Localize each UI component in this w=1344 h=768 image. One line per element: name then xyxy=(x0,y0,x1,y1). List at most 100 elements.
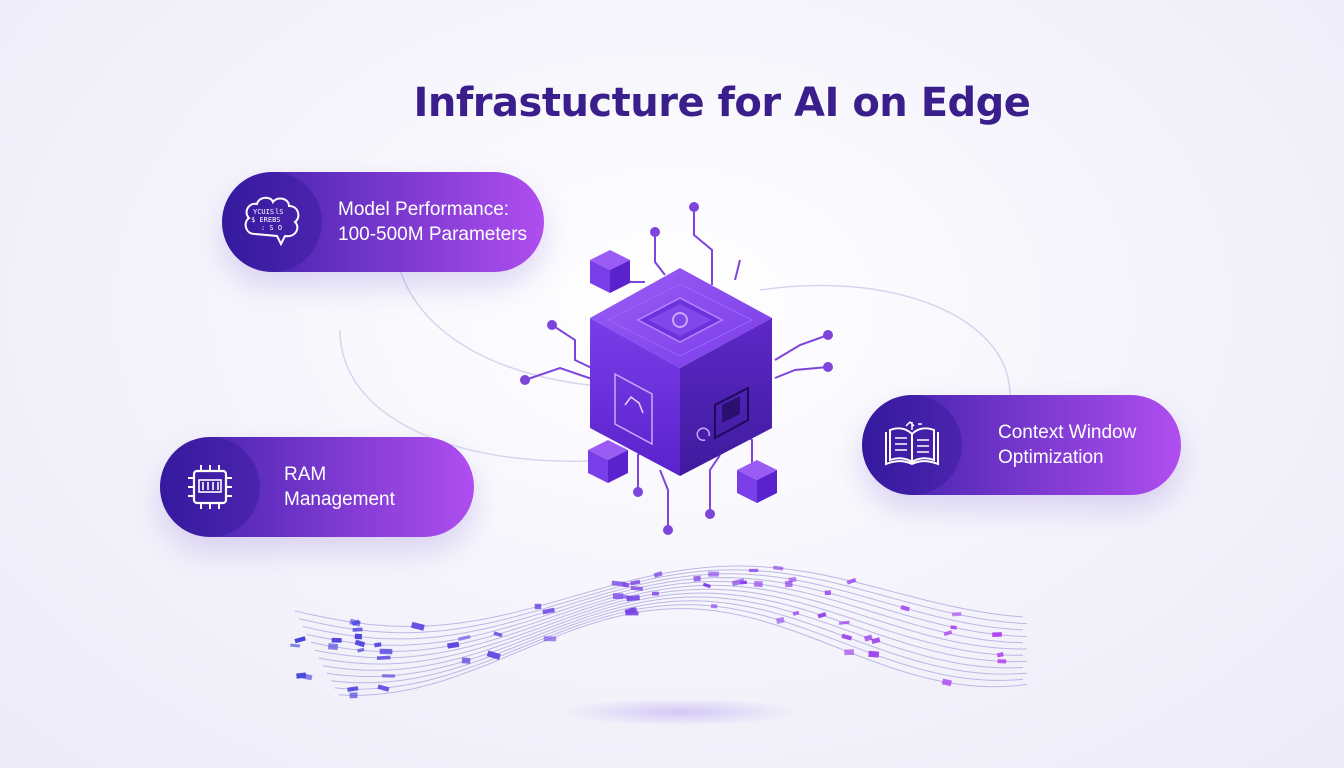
wave-tile xyxy=(841,633,853,641)
floor-shadow xyxy=(560,698,800,726)
wave-line xyxy=(298,569,1028,634)
wave-tile xyxy=(754,580,763,588)
svg-text:$ EREBS: $ EREBS xyxy=(251,216,281,224)
wave-tile xyxy=(376,655,391,660)
wave-tile xyxy=(739,580,747,585)
card-line: Optimization xyxy=(998,447,1104,468)
wave-tile xyxy=(543,636,557,642)
wave-tile xyxy=(290,643,301,648)
small-cube-bottom-left xyxy=(588,440,628,483)
wave-line xyxy=(334,604,1024,690)
svg-text:lS: lS xyxy=(275,208,283,216)
wave-tile xyxy=(863,634,873,642)
wave-tile xyxy=(868,650,880,658)
wave-line xyxy=(306,577,1028,646)
wave-tile xyxy=(846,577,857,585)
wave-tile xyxy=(410,621,425,631)
wave-tile xyxy=(871,637,881,644)
wave-tile xyxy=(294,636,306,644)
wave-tile xyxy=(997,659,1007,664)
wave-tile xyxy=(775,616,785,625)
wave-tile xyxy=(900,604,911,612)
card-line: 100-500M Parameters xyxy=(338,224,528,245)
wave-tile xyxy=(824,590,831,596)
page-title: Infrastucture for AI on Edge xyxy=(413,80,1031,126)
wave-tile xyxy=(447,641,460,649)
wave-tile xyxy=(302,673,313,681)
card-line: RAM xyxy=(284,464,327,485)
wave-tile xyxy=(626,595,640,602)
wave-tile xyxy=(377,684,390,692)
wave-tile xyxy=(457,634,471,642)
wave-tile xyxy=(943,630,953,637)
wave-tile xyxy=(611,580,626,587)
wave-tile xyxy=(347,686,359,692)
wave-tile xyxy=(996,652,1004,658)
wave-tile xyxy=(792,610,800,616)
chip-icon xyxy=(160,437,260,537)
wave-tile xyxy=(838,620,850,625)
wave-tile xyxy=(950,625,958,630)
wave-tile xyxy=(653,571,663,578)
wave-line xyxy=(326,596,1024,677)
wave-tile xyxy=(493,631,503,638)
wave-tile xyxy=(951,611,962,617)
wave-tile xyxy=(817,612,827,619)
processor-cube xyxy=(590,268,772,476)
wave-tile xyxy=(374,642,382,648)
wave-tile xyxy=(773,565,784,571)
open-book-icon xyxy=(862,395,962,495)
wave-line xyxy=(318,588,1023,665)
wave-tile xyxy=(651,591,659,596)
wave-tile xyxy=(354,639,366,648)
ram-management-label: RAM Management xyxy=(260,462,395,512)
wave-tile xyxy=(702,582,711,589)
wave-tile xyxy=(461,657,471,664)
wave-tile xyxy=(844,649,854,656)
context-window-label: Context Window Optimization xyxy=(962,420,1136,470)
card-line: Management xyxy=(284,489,395,510)
wave-tile xyxy=(354,633,363,640)
card-line: Model Performance: xyxy=(338,199,510,220)
wave-tile xyxy=(784,580,793,588)
model-performance-label: Model Performance: 100-500M Parameters xyxy=(322,197,527,247)
wave-tile xyxy=(486,650,501,660)
svg-text:: S O: : S O xyxy=(261,224,282,232)
wave-tile xyxy=(629,579,641,586)
wave-tile xyxy=(331,637,342,643)
wave-line xyxy=(322,592,1028,671)
wave-tile xyxy=(748,568,759,573)
small-cube-top-left xyxy=(590,250,630,293)
data-wave-tiles xyxy=(290,565,1007,699)
data-wave-lines xyxy=(294,565,1028,696)
wave-tile xyxy=(710,603,718,609)
circuit-nodes xyxy=(520,202,833,535)
wave-line xyxy=(338,608,1028,696)
small-cube-bottom-right xyxy=(737,460,777,503)
wave-tile xyxy=(629,607,638,613)
wave-tile xyxy=(941,678,952,687)
wave-tile xyxy=(382,674,395,678)
wave-tile xyxy=(612,593,624,600)
wave-tile xyxy=(357,647,365,653)
wave-line xyxy=(314,584,1027,659)
wave-line xyxy=(310,581,1024,653)
wave-tile xyxy=(351,619,361,626)
wave-tile xyxy=(349,692,358,699)
card-line: Context Window xyxy=(998,422,1137,443)
wave-tile xyxy=(992,632,1002,637)
wave-tile xyxy=(693,575,701,582)
wave-tile xyxy=(542,607,555,615)
wave-tile xyxy=(625,611,639,616)
wave-tile xyxy=(379,648,393,655)
ram-management-card: RAM Management xyxy=(160,437,474,537)
wave-tile xyxy=(708,571,719,577)
svg-text:YCUIS: YCUIS xyxy=(253,208,274,216)
wave-tile xyxy=(352,627,363,632)
wave-tile xyxy=(630,585,644,591)
wave-tile xyxy=(788,576,797,583)
wave-tile xyxy=(731,578,745,587)
